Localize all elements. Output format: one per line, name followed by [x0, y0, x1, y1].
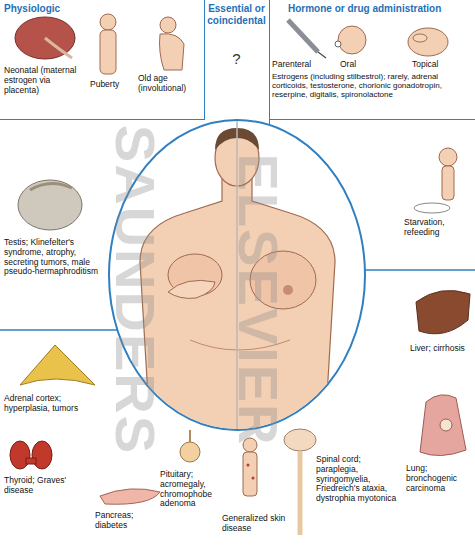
pancreas-drawing — [100, 489, 160, 504]
old-man-figure — [160, 17, 185, 70]
spinal-cord-drawing — [284, 429, 316, 451]
oral-icon — [335, 26, 366, 54]
cause-label: Pituitary; acromegaly, chromophobe adeno… — [160, 470, 218, 509]
cause-label: Thyroid; Graves' disease — [4, 476, 90, 496]
testis-drawing — [30, 183, 72, 190]
panel-symbol: ? — [205, 50, 268, 67]
category-panel: Essential or coincidental? — [205, 0, 270, 124]
spinal-cord-drawing — [298, 451, 303, 535]
pituitary-drawing — [180, 442, 200, 462]
syringe-icon — [288, 20, 318, 52]
syringe-icon — [318, 52, 326, 58]
skin-disease-figure — [243, 438, 257, 496]
lung-drawing — [420, 395, 466, 456]
adrenal-drawing — [20, 345, 95, 385]
route-label: Topical — [412, 60, 467, 70]
old-man-figure — [160, 17, 176, 33]
panel-heading: Essential or coincidental — [206, 3, 267, 26]
thyroid-drawing — [32, 441, 52, 469]
cause-label: Starvation, refeeding — [404, 218, 472, 238]
cause-label: Generalized skin disease — [222, 514, 292, 534]
testis-drawing — [18, 180, 82, 230]
liver-drawing — [416, 290, 470, 333]
placenta-drawing — [15, 17, 75, 59]
lung-drawing — [420, 395, 466, 456]
route-label: Parenteral — [272, 60, 327, 70]
drug-list: Estrogens (including stilbestrol); rarel… — [272, 72, 472, 100]
thyroid-drawing — [26, 458, 36, 464]
cause-label: Testis; Klinefelter's syndrome, atrophy,… — [4, 238, 100, 277]
cause-label: Adrenal cortex; hyperplasia, tumors — [4, 394, 100, 414]
placenta-drawing — [45, 38, 72, 58]
cause-label: Old age (involutional) — [138, 74, 204, 94]
pituitary-drawing — [189, 430, 191, 442]
cause-label: Pancreas; diabetes — [95, 511, 157, 531]
topical-icon — [413, 34, 427, 42]
syringe-icon — [288, 20, 326, 58]
skin-disease-figure — [243, 452, 257, 496]
starvation-figure — [439, 148, 457, 166]
topical-icon — [408, 28, 448, 56]
thyroid-drawing — [10, 441, 30, 469]
topical-icon — [408, 28, 448, 56]
category-panel: Physiologic — [0, 0, 205, 120]
starvation-figure — [442, 166, 454, 200]
panel-heading: Physiologic — [4, 3, 199, 15]
starvation-figure — [414, 203, 450, 213]
cause-label: Spinal cord; paraplegia, syringomyelia, … — [316, 455, 402, 504]
starvation-figure — [414, 148, 457, 213]
pituitary-drawing — [180, 430, 200, 462]
oral-icon — [338, 26, 366, 54]
puberty-figure — [100, 14, 116, 74]
cause-label: Puberty — [90, 80, 135, 90]
placenta-drawing — [15, 17, 75, 59]
puberty-figure — [100, 14, 116, 30]
testis-drawing — [18, 180, 82, 230]
cause-label: Liver; cirrhosis — [410, 344, 472, 354]
route-label: Oral — [340, 60, 380, 70]
liver-drawing — [416, 290, 470, 333]
pancreas-drawing — [100, 489, 160, 504]
spinal-cord-drawing — [284, 429, 316, 535]
puberty-figure — [100, 30, 116, 74]
divider-line — [364, 269, 475, 271]
panel-heading: Hormone or drug administration — [288, 3, 470, 15]
cause-label: Neonatal (maternal estrogen via placenta… — [4, 66, 84, 95]
oral-icon — [335, 41, 341, 47]
old-man-figure — [160, 34, 185, 70]
divider-line — [0, 329, 118, 331]
lung-drawing — [440, 419, 452, 431]
torso-figure — [168, 280, 215, 298]
cause-label: Lung; bronchogenic carcinoma — [406, 464, 472, 493]
adrenal-drawing — [20, 345, 95, 385]
skin-disease-figure — [247, 464, 250, 467]
watermark: SAUNDERS — [107, 125, 163, 455]
skin-disease-figure — [252, 477, 255, 480]
watermark: ELSEVIER — [230, 154, 286, 447]
thyroid-drawing — [10, 441, 52, 469]
